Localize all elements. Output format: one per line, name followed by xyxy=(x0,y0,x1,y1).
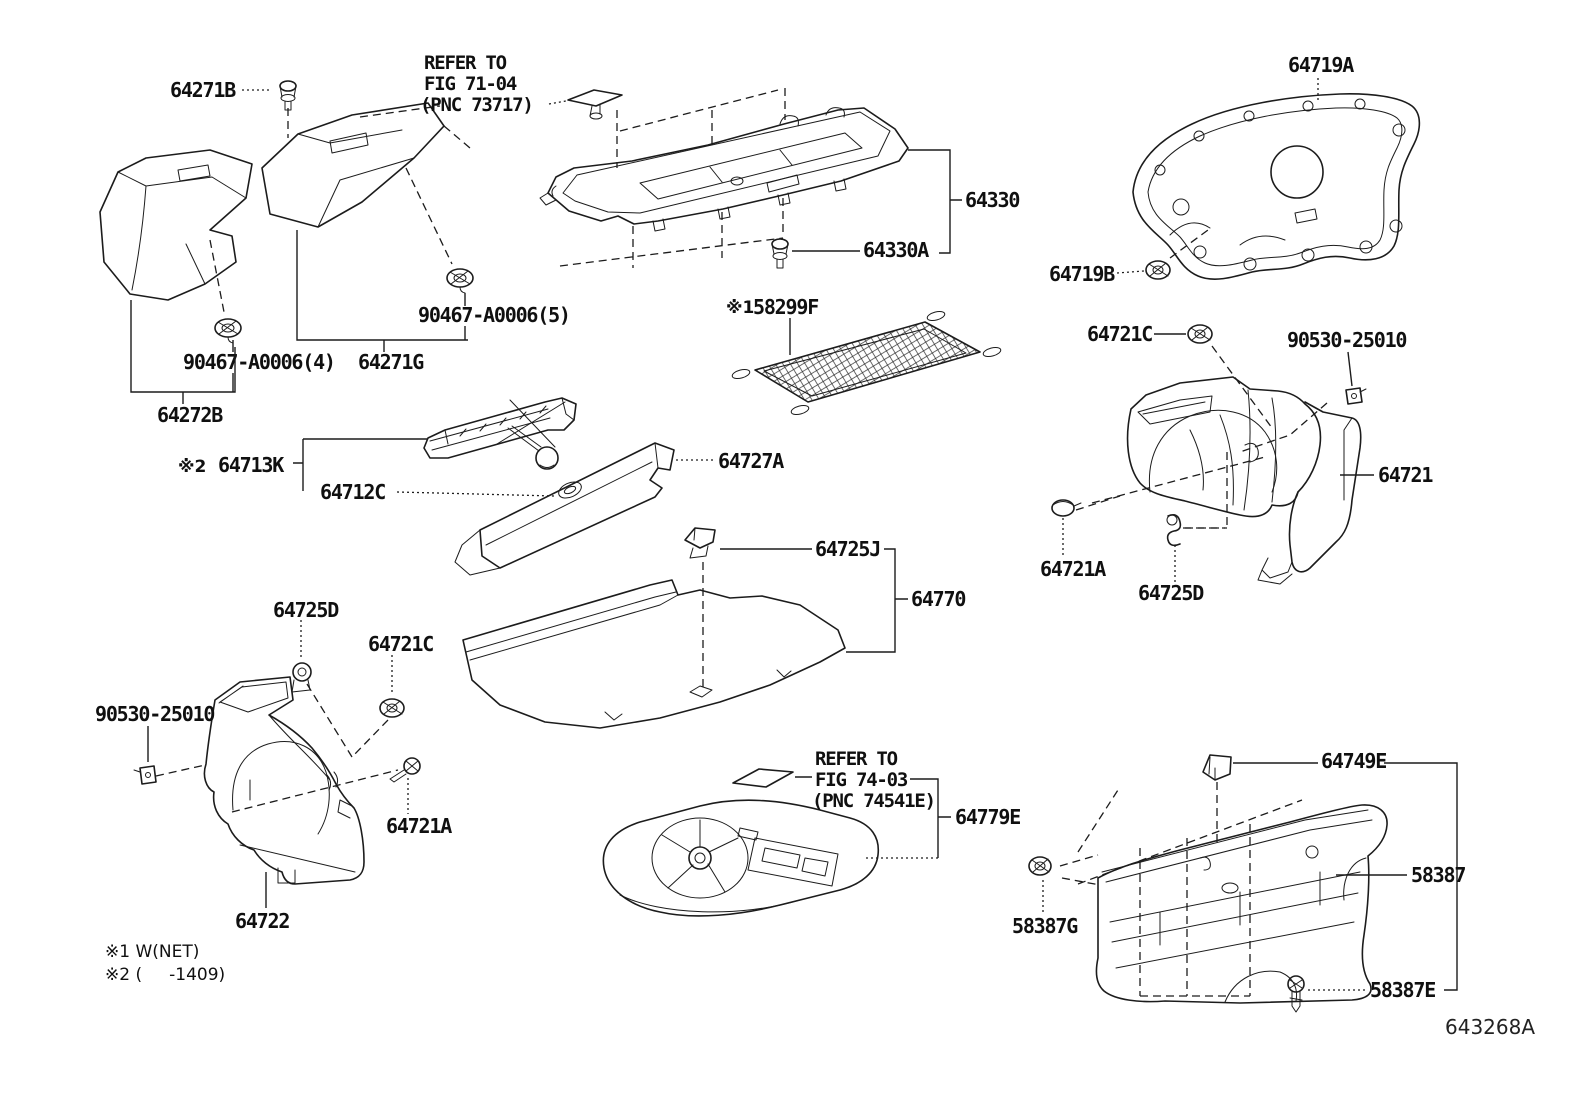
construction-x-64713K xyxy=(496,399,566,448)
ref-7104-line1: REFER TO xyxy=(424,52,507,74)
bracket-64713K xyxy=(293,438,428,491)
label-64779E: 64779E xyxy=(955,805,1020,829)
part-64330-drawing xyxy=(539,107,909,232)
grommet-90467-5-icon xyxy=(446,268,474,294)
leader-ref-7104 xyxy=(548,100,567,105)
label-64721A-right: 64721A xyxy=(1040,557,1106,581)
footnote-2: ※2 ( -1409) xyxy=(105,965,225,985)
label-90467-5: 90467-A0006(5) xyxy=(418,303,570,327)
stem-90530-right xyxy=(1347,351,1353,387)
part-64722-drawing xyxy=(203,676,365,885)
label-64713K-prefix: ※2 xyxy=(178,457,206,477)
label-90530-left: 90530-25010 xyxy=(95,702,214,726)
label-64721: 64721 xyxy=(1378,463,1433,487)
pin-64713K-icon xyxy=(507,425,559,470)
ref-7403-line3: (PNC 74541E) xyxy=(812,790,935,812)
construction-58387 xyxy=(1059,782,1303,997)
construction-tray-bottom xyxy=(559,198,784,268)
label-64712C: 64712C xyxy=(320,480,385,504)
part-64770-drawing xyxy=(462,579,846,729)
leader-dash-90467-5 xyxy=(405,167,453,265)
label-58387E: 58387E xyxy=(1370,978,1435,1002)
leader-64712C xyxy=(396,491,555,497)
bracket-64770 xyxy=(720,548,908,653)
label-58387: 58387 xyxy=(1411,863,1465,887)
label-64770: 64770 xyxy=(911,587,965,611)
label-64725D-left: 64725D xyxy=(273,598,339,622)
bracket-64271G xyxy=(296,230,468,352)
part-64713K-drawing xyxy=(423,397,577,459)
label-64272B: 64272B xyxy=(157,403,223,427)
label-64330A: 64330A xyxy=(863,238,929,262)
ref-7104-line3: (PNC 73717) xyxy=(420,94,533,116)
part-64779E-drawing xyxy=(602,799,880,917)
construction-64722 xyxy=(155,683,399,813)
bracket-64779E xyxy=(910,778,951,858)
screw-64721A-left-icon xyxy=(389,757,421,783)
label-64271G: 64271G xyxy=(358,350,424,374)
bracket-64272B xyxy=(130,300,236,404)
clip-64725J-icon xyxy=(684,527,716,559)
part-64271G-drawing xyxy=(261,102,471,228)
label-64721C-right: 64721C xyxy=(1087,322,1152,346)
clip-90530-right-icon xyxy=(1345,387,1367,405)
construction-tray-top xyxy=(616,88,786,168)
part-58387-drawing xyxy=(1095,804,1388,1004)
eyelet-64725D-left-icon xyxy=(291,662,312,693)
clip-64271B-icon xyxy=(279,80,297,111)
clip-90530-left-icon xyxy=(133,765,157,785)
hook-64725D-right-icon xyxy=(1166,514,1182,547)
part-64719A-drawing xyxy=(1132,93,1421,280)
leader-64719B xyxy=(1116,270,1145,274)
grommet-90467-4-icon xyxy=(214,318,242,344)
clip-64749E-icon xyxy=(1202,754,1232,781)
label-90467-4: 90467-A0006(4) xyxy=(183,350,335,374)
label-64330: 64330 xyxy=(965,188,1019,212)
part-64721-drawing xyxy=(1126,376,1362,585)
screw-58387E-icon xyxy=(1287,975,1305,1013)
ref-7403-line2: FIG 74-03 xyxy=(815,769,908,791)
label-64721A-left: 64721A xyxy=(386,814,452,838)
label-58387G: 58387G xyxy=(1012,914,1078,938)
part-64727A-drawing xyxy=(454,442,675,576)
construction-64721 xyxy=(1091,345,1328,529)
figure-code: 643268A xyxy=(1445,1015,1535,1039)
label-64721C-left: 64721C xyxy=(368,632,433,656)
label-64727A: 64727A xyxy=(718,449,784,473)
clip-64330A-icon xyxy=(771,238,789,269)
grommet-64721C-left-icon xyxy=(379,698,405,718)
label-64719A: 64719A xyxy=(1288,53,1354,77)
label-64725J: 64725J xyxy=(815,537,880,561)
plug-64721A-right-icon xyxy=(1051,499,1082,517)
tag-74541E-icon xyxy=(732,768,794,788)
part-64272B-drawing xyxy=(99,149,253,301)
label-64713K: 64713K xyxy=(218,453,284,477)
footnote-1: ※1 W(NET) xyxy=(105,942,199,962)
bracket-64330 xyxy=(908,149,962,254)
leader-dash-64721A-right xyxy=(1075,495,1121,511)
label-58299F-prefix: ※1 xyxy=(726,298,754,318)
part-73717-drawing xyxy=(567,89,623,120)
ref-7104-line2: FIG 71-04 xyxy=(424,73,517,95)
grommet-64719B-icon xyxy=(1145,260,1171,280)
ref-7403-line1: REFER TO xyxy=(815,748,898,770)
label-64722: 64722 xyxy=(235,909,289,933)
grommet-64721C-right-icon xyxy=(1187,324,1213,344)
leader-dash-64719B xyxy=(1169,229,1209,259)
grommet-58387G-icon xyxy=(1028,856,1052,876)
label-64749E: 64749E xyxy=(1321,749,1386,773)
label-64719B: 64719B xyxy=(1049,262,1115,286)
label-58299F: 58299F xyxy=(753,295,818,319)
label-64271B: 64271B xyxy=(170,78,236,102)
label-90530-right: 90530-25010 xyxy=(1287,328,1406,352)
bracket-64749E-58387E xyxy=(1233,762,1458,991)
label-64725D-right: 64725D xyxy=(1138,581,1204,605)
